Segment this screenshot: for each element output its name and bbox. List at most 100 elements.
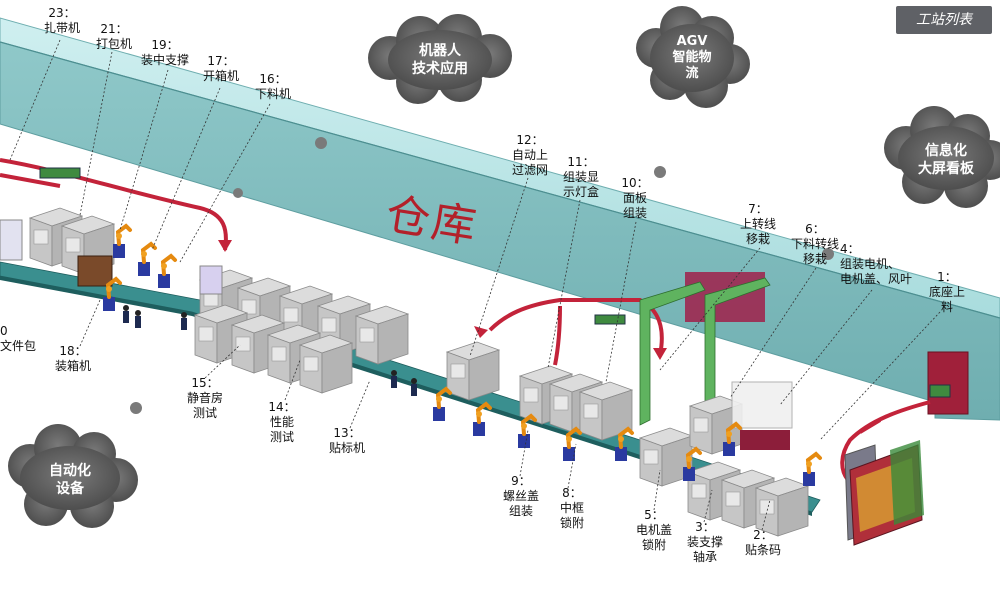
station-label-3: 3： 装支撑 轴承 — [680, 520, 730, 565]
station-number: 4： — [840, 242, 860, 256]
station-name: 下料转线 — [790, 237, 839, 251]
callout-leaders — [9, 39, 941, 531]
cloud-line: 智能物 — [672, 50, 712, 65]
station-name: 锁附 — [559, 516, 584, 530]
agv-vehicle — [39, 167, 81, 179]
station-name: 示灯盒 — [562, 185, 599, 199]
station-name: 组装显 — [562, 170, 599, 184]
side-cabinet — [0, 219, 23, 261]
station-label-5: 5： 电机盖 锁附 — [628, 508, 680, 553]
station-label-8: 8： 中框 锁附 — [552, 486, 592, 531]
station-name: 性能 — [269, 415, 294, 429]
station-name: 组装电机、 — [840, 257, 901, 271]
station-number: 7： — [748, 202, 768, 216]
station-name: 上转线 — [739, 217, 776, 231]
station-label-2: 2： 贴条码 — [738, 528, 788, 558]
station-label-18: 18： 装箱机 — [50, 344, 96, 374]
cloud-line: 技术应用 — [412, 61, 468, 77]
station-number: 15： — [191, 376, 219, 390]
station-number: 9： — [511, 474, 531, 488]
station-number: 2： — [753, 528, 773, 542]
station-name: 轴承 — [692, 550, 717, 564]
station-name: 电机盖、风叶 — [840, 272, 913, 286]
station-label-16: 16： 下料机 — [248, 72, 298, 102]
station-number: 14： — [268, 400, 296, 414]
cloud-line: 信息化 — [925, 143, 967, 159]
station-number: 17： — [207, 54, 235, 68]
station-label-4: 4： 组装电机、 电机盖、风叶 — [840, 242, 916, 287]
station-number: 0 — [0, 324, 8, 338]
station-label-6: 6： 下料转线 移栽 — [784, 222, 846, 267]
cloud-line: 设备 — [56, 481, 84, 497]
station-number: 13： — [333, 426, 361, 440]
station-name: 打包机 — [95, 37, 132, 51]
cloud-line: AGV — [676, 34, 708, 49]
station-label-19: 19： 装中支撑 — [134, 38, 196, 68]
station-label-11: 11： 组装显 示灯盒 — [556, 155, 606, 200]
station-label-1: 1： 底座上 料 — [924, 270, 970, 315]
station-name: 料 — [940, 300, 953, 314]
station-number: 8： — [562, 486, 582, 500]
station-label-10: 10： 面板 组装 — [612, 176, 658, 221]
station-name: 锁附 — [641, 538, 666, 552]
cloud-info-text: 信息化 大屏看板 — [906, 142, 986, 178]
fence-cell — [731, 381, 793, 429]
station-name: 测试 — [269, 430, 294, 444]
packing-box — [77, 255, 113, 287]
station-label-23: 23： 扎带机 — [38, 6, 86, 36]
cloud-auto — [8, 424, 138, 528]
station-number: 18： — [59, 344, 87, 358]
station-number: 19： — [151, 38, 179, 52]
parts-bin — [740, 430, 790, 450]
station-name: 电机盖 — [635, 523, 672, 537]
agv-vehicle — [929, 384, 951, 398]
station-name: 静音房 — [186, 391, 223, 405]
station-name: 装中支撑 — [140, 53, 189, 67]
cloud-auto-text: 自动化 设备 — [32, 462, 108, 498]
station-name: 扎带机 — [43, 21, 80, 35]
station-name: 组装 — [622, 206, 647, 220]
station-label-20: 0 文件包 — [0, 324, 40, 354]
station-label-7: 7： 上转线 移栽 — [732, 202, 784, 247]
cloud-agv-text: AGV 智能物 流 — [656, 34, 728, 82]
station-number: 12： — [516, 133, 544, 147]
station-number: 23： — [48, 6, 76, 20]
station-label-14: 14： 性能 测试 — [262, 400, 302, 445]
station-name: 过滤网 — [511, 163, 548, 177]
decor-dots — [130, 137, 834, 414]
station-name: 自动上 — [511, 148, 548, 162]
warehouse-wall — [0, 17, 1000, 421]
station-label-12: 12： 自动上 过滤网 — [504, 133, 556, 178]
station-number: 11： — [567, 155, 595, 169]
station-name: 移栽 — [745, 232, 770, 246]
station-name: 螺丝盖 — [502, 489, 539, 503]
station-name: 面板 — [622, 191, 647, 205]
info-screen-board — [844, 440, 924, 546]
station-label-15: 15： 静音房 测试 — [180, 376, 230, 421]
station-number: 5： — [644, 508, 664, 522]
station-number: 21： — [100, 22, 128, 36]
warehouse-door — [927, 351, 969, 415]
station-label-21: 21： 打包机 — [90, 22, 138, 52]
station-label-9: 9： 螺丝盖 组装 — [496, 474, 546, 519]
cloud-robot — [368, 14, 512, 104]
station-label-17: 17： 开箱机 — [196, 54, 246, 84]
cloud-agv — [636, 6, 750, 108]
station-name: 贴标机 — [328, 441, 365, 455]
cloud-line: 机器人 — [419, 43, 461, 59]
station-list-title: 工站列表 — [896, 6, 992, 34]
cloud-line: 大屏看板 — [918, 161, 974, 177]
cloud-line: 流 — [685, 66, 699, 81]
station-name: 装支撑 — [686, 535, 723, 549]
cloud-info — [884, 106, 1000, 208]
cloud-line: 自动化 — [49, 463, 91, 479]
station-name: 文件包 — [0, 339, 37, 353]
station-name: 中框 — [559, 501, 584, 515]
cloud-robot-text: 机器人 技术应用 — [402, 42, 478, 78]
station-number: 3： — [695, 520, 715, 534]
agv-vehicle — [594, 314, 626, 325]
station-name: 测试 — [192, 406, 217, 420]
station-name: 开箱机 — [202, 69, 239, 83]
station-number: 16： — [259, 72, 287, 86]
